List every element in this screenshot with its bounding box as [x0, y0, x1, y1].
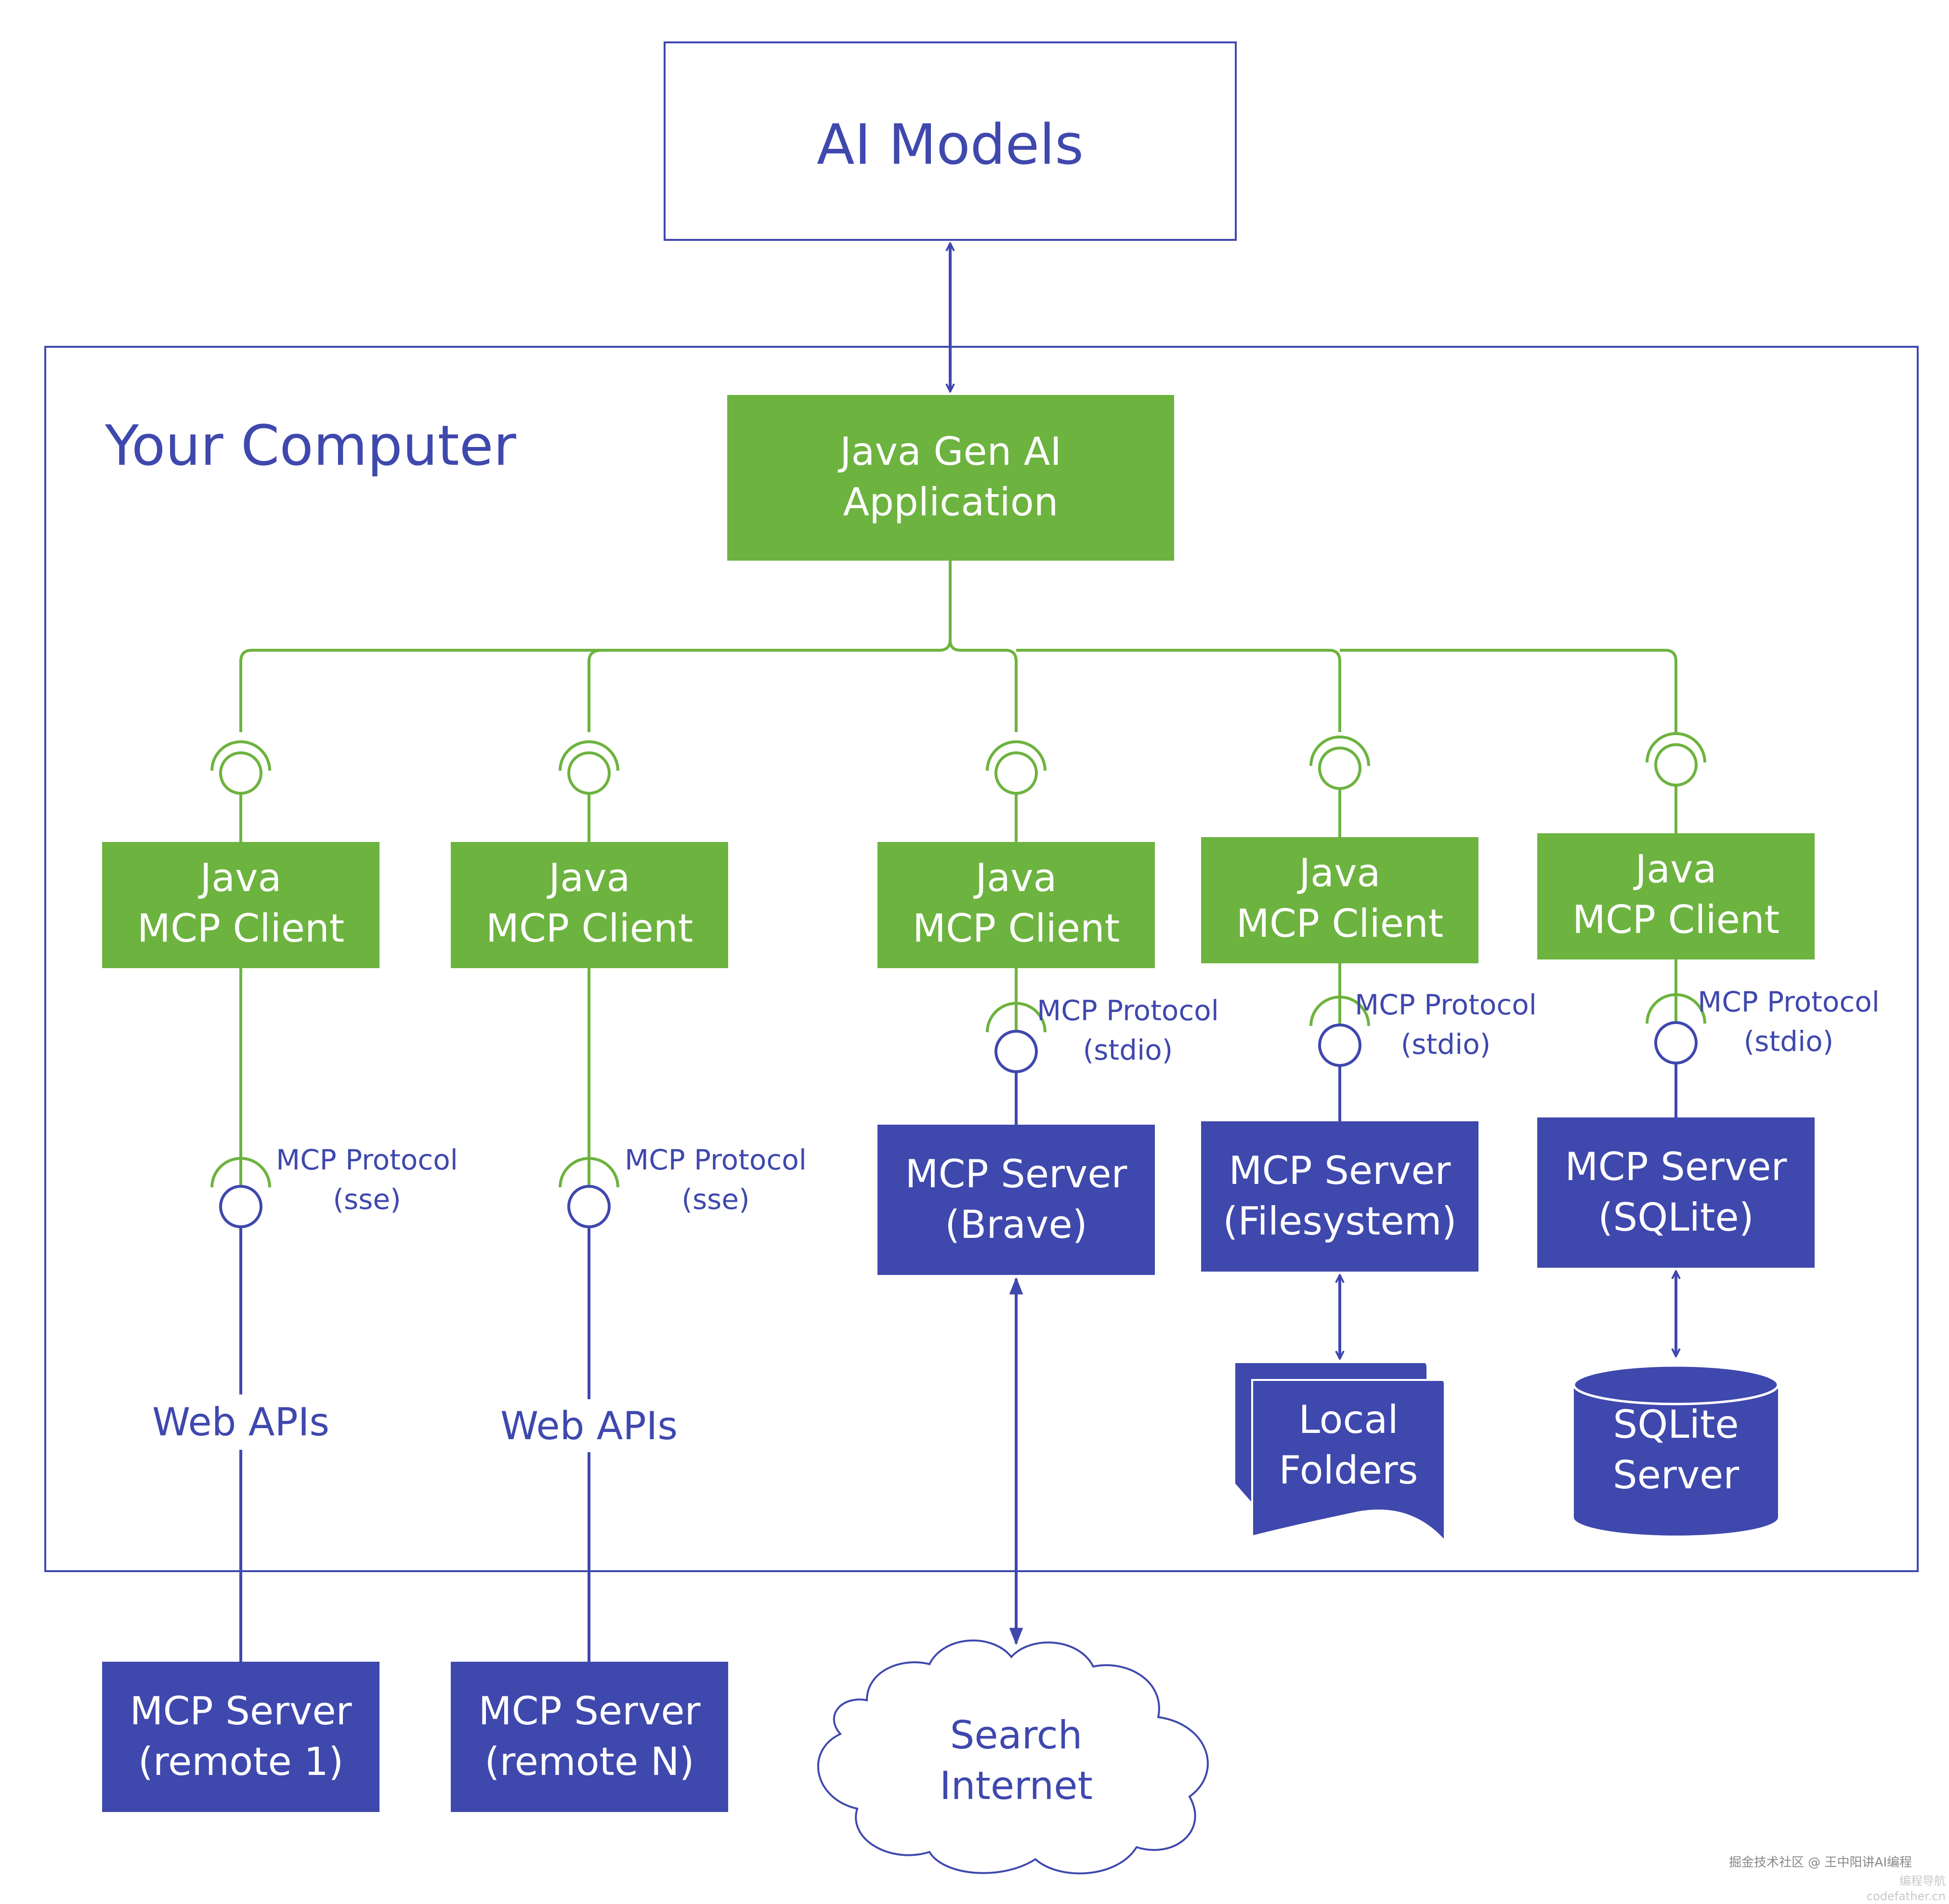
- server-brave-line2: (Brave): [945, 1202, 1087, 1247]
- mcp-server-filesystem: MCP Server (Filesystem): [1201, 1121, 1478, 1272]
- client-2-line2: MCP Client: [486, 906, 693, 951]
- java-mcp-client-4: Java MCP Client: [1201, 837, 1478, 963]
- server-remote1-line2: (remote 1): [138, 1739, 344, 1784]
- mcp-server-sqlite: MCP Server (SQLite): [1537, 1117, 1815, 1268]
- internet-line1: Search: [950, 1713, 1083, 1758]
- watermark-line2: 编程导航: [1899, 1874, 1946, 1888]
- java-mcp-client-1: Java MCP Client: [102, 842, 379, 968]
- server-filesystem-line1: MCP Server: [1229, 1148, 1451, 1193]
- client-3-line2: MCP Client: [913, 906, 1120, 951]
- watermark: 掘金技术社区 @ 王中阳讲AI编程 编程导航 codefather.cn: [1729, 1855, 1946, 1903]
- client-3-line1: Java: [973, 855, 1057, 900]
- sqlite-server-line1: SQLite: [1613, 1402, 1739, 1447]
- local-folders: Local Folders: [1235, 1363, 1446, 1544]
- client-5-line1: Java: [1633, 847, 1717, 892]
- ai-models-box: [664, 41, 1237, 241]
- ai-models-label: AI Models: [817, 113, 1084, 177]
- sqlite-server-database: SQLite Server: [1572, 1364, 1779, 1536]
- watermark-line1: 掘金技术社区 @ 王中阳讲AI编程: [1729, 1855, 1912, 1870]
- protocol-stdio-5: (stdio): [1744, 1025, 1834, 1058]
- protocol-stdio-4: (stdio): [1401, 1028, 1491, 1061]
- socket-client-1: [210, 740, 271, 842]
- search-internet-cloud: Search Internet: [817, 1639, 1209, 1875]
- server-remote1-line1: MCP Server: [130, 1689, 352, 1733]
- web-apis-label-1: Web APIs: [152, 1400, 329, 1444]
- watermark-line3: codefather.cn: [1867, 1890, 1946, 1903]
- java-mcp-client-5: Java MCP Client: [1537, 833, 1815, 959]
- client-4-line2: MCP Client: [1236, 901, 1443, 946]
- internet-line2: Internet: [940, 1763, 1093, 1808]
- local-folders-line2: Folders: [1279, 1448, 1418, 1493]
- protocol-label-2: MCP Protocol: [625, 1143, 807, 1176]
- sse-connectors: [210, 968, 619, 1662]
- app-label-line1: Java Gen AI: [837, 429, 1061, 474]
- server-filesystem-line2: (Filesystem): [1223, 1199, 1457, 1244]
- protocol-sse-1: (sse): [333, 1183, 401, 1216]
- server-sqlite-line1: MCP Server: [1565, 1144, 1787, 1189]
- java-gen-ai-application: [727, 395, 1174, 561]
- socket-client-3: [986, 740, 1046, 842]
- socket-client-2: [559, 740, 619, 842]
- protocol-stdio-3: (stdio): [1083, 1034, 1173, 1066]
- client-1-line1: Java: [198, 855, 282, 900]
- client-4-line1: Java: [1297, 851, 1381, 895]
- server-remoteN-line2: (remote N): [484, 1739, 694, 1784]
- client-1-line2: MCP Client: [137, 906, 344, 951]
- socket-client-5: [1646, 732, 1706, 833]
- client-5-line2: MCP Client: [1572, 897, 1779, 942]
- local-folders-line1: Local: [1298, 1397, 1398, 1442]
- your-computer-container: [44, 346, 1919, 1572]
- client-2-line1: Java: [547, 855, 630, 900]
- protocol-sse-2: (sse): [681, 1183, 749, 1216]
- mcp-server-brave: MCP Server (Brave): [877, 1125, 1155, 1275]
- protocol-label-1: MCP Protocol: [276, 1143, 458, 1176]
- java-mcp-client-3: Java MCP Client: [877, 842, 1155, 968]
- app-to-client-connectors: [239, 561, 1677, 732]
- protocol-label-5: MCP Protocol: [1698, 985, 1880, 1018]
- socket-client-4: [1309, 735, 1370, 837]
- mcp-server-remote-1: MCP Server (remote 1): [102, 1662, 379, 1812]
- client-interface-sockets: [210, 732, 1706, 842]
- java-mcp-client-2: Java MCP Client: [451, 842, 728, 968]
- server-brave-line1: MCP Server: [905, 1152, 1127, 1196]
- sqlite-server-line2: Server: [1613, 1453, 1739, 1497]
- server-sqlite-line2: (SQLite): [1598, 1195, 1754, 1240]
- web-apis-label-2: Web APIs: [500, 1404, 678, 1448]
- mcp-server-remote-n: MCP Server (remote N): [451, 1662, 728, 1812]
- app-label-line2: Application: [843, 480, 1059, 525]
- your-computer-label: Your Computer: [105, 414, 516, 478]
- protocol-label-4: MCP Protocol: [1355, 988, 1537, 1021]
- server-remoteN-line1: MCP Server: [479, 1689, 701, 1733]
- stdio-connectors: [986, 959, 1706, 1125]
- protocol-label-3: MCP Protocol: [1037, 994, 1219, 1027]
